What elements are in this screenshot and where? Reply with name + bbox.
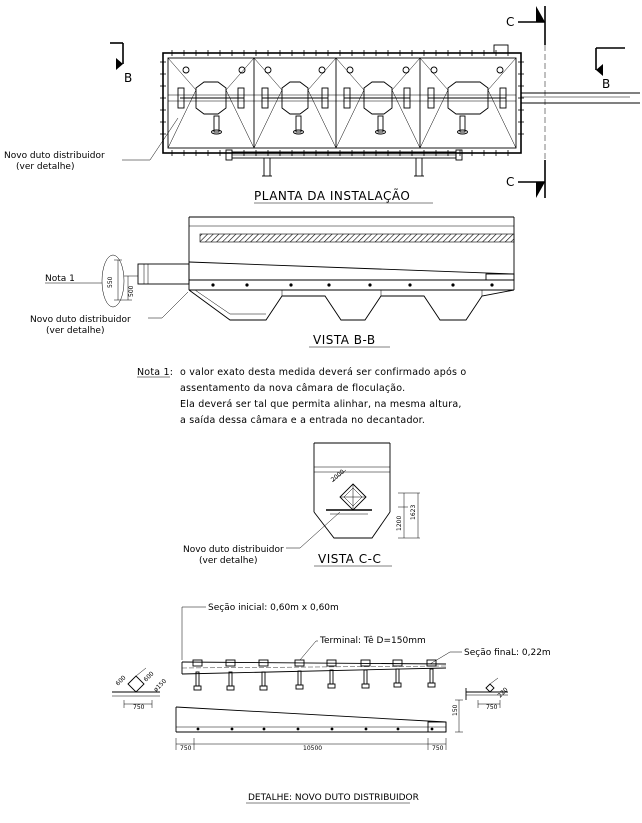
note-line: a saída dessa câmara e a entrada no deca…	[180, 415, 425, 426]
detail-title: DETALHE: NOVO DUTO DISTRIBUIDOR	[248, 793, 419, 803]
dimension-label: 2000	[330, 468, 346, 483]
note-label: Nota 1:	[137, 367, 173, 378]
vista-c-c: 2000 1200 1623 Novo duto distribuidor (v…	[183, 442, 420, 567]
dimension-label: 1623	[410, 505, 417, 520]
dimension-label: ø150	[152, 678, 168, 694]
dimension-label: 600	[142, 670, 155, 683]
dimension-label: 750	[133, 704, 145, 711]
note-line: Ela deverá ser tal que permita alinhar, …	[180, 399, 462, 410]
detail-label: Terminal: Tê D=150mm	[319, 635, 426, 646]
dimension-label: 750	[180, 745, 192, 752]
section-label: C	[506, 175, 514, 189]
dimension-label: 10500	[303, 745, 322, 752]
dimension-label: 600	[114, 674, 127, 687]
detail-label: Seção finaL: 0,22m	[464, 648, 551, 658]
dimension-label: 750	[432, 745, 444, 752]
elevation-dots	[196, 727, 434, 731]
nota-label: Nota 1	[45, 274, 75, 284]
dimension-label: 550	[107, 276, 114, 288]
tank-bolts	[160, 50, 524, 156]
dimension-label: 500	[128, 285, 135, 297]
section-initial-detail: 600 600 ø150 750	[112, 667, 168, 711]
view-title: PLANTA DA INSTALAÇÃO	[254, 188, 410, 203]
leader-text: (ver detalhe)	[199, 556, 257, 566]
detail-label: Seção inicial: 0,60m x 0,60m	[208, 603, 339, 613]
tank-inner-outline	[167, 57, 517, 149]
mixers	[177, 66, 507, 115]
section-marker-b-right: B	[595, 47, 625, 91]
dimension-label: 150	[452, 704, 459, 716]
view-title: VISTA B-B	[313, 333, 376, 347]
section-label: B	[124, 71, 132, 85]
section-final-detail: 220 750	[465, 677, 510, 711]
nota-1: Nota 1: o valor exato desta medida dever…	[137, 367, 466, 426]
dimension-label: 1200	[396, 516, 403, 531]
section-marker-c-top: C	[506, 6, 546, 45]
bb-outlet-dots	[211, 283, 494, 287]
note-line: o valor exato desta medida deverá ser co…	[180, 367, 466, 378]
tank-outline	[162, 52, 522, 154]
cell-diagonals	[167, 57, 517, 149]
leader-text: (ver detalhe)	[46, 326, 104, 336]
note-line: assentamento da nova câmara de floculaçã…	[180, 383, 405, 394]
view-title: VISTA C-C	[318, 552, 381, 566]
section-marker-c-bottom: C	[506, 160, 546, 198]
planta-da-instalacao: B B C C Novo duto distribuidor (ver deta	[4, 6, 640, 204]
dimension-label: 220	[496, 686, 509, 699]
detail-tees	[192, 659, 437, 691]
section-label: B	[602, 77, 610, 91]
leader-text: Novo duto distribuidor	[30, 315, 131, 325]
leader-text: (ver detalhe)	[16, 162, 74, 172]
sampling-tubes	[211, 115, 468, 135]
leader-text: Novo duto distribuidor	[183, 545, 284, 555]
section-marker-b-left: B	[110, 42, 132, 85]
detalhe-novo-duto: Seção inicial: 0,60m x 0,60m Terminal: T…	[112, 603, 551, 804]
leader-text: Novo duto distribuidor	[4, 151, 105, 161]
dimension-label: 750	[486, 704, 498, 711]
vista-b-b: 550 500 Nota 1 Novo duto distribuidor (v…	[30, 216, 515, 348]
section-label: C	[506, 15, 514, 29]
